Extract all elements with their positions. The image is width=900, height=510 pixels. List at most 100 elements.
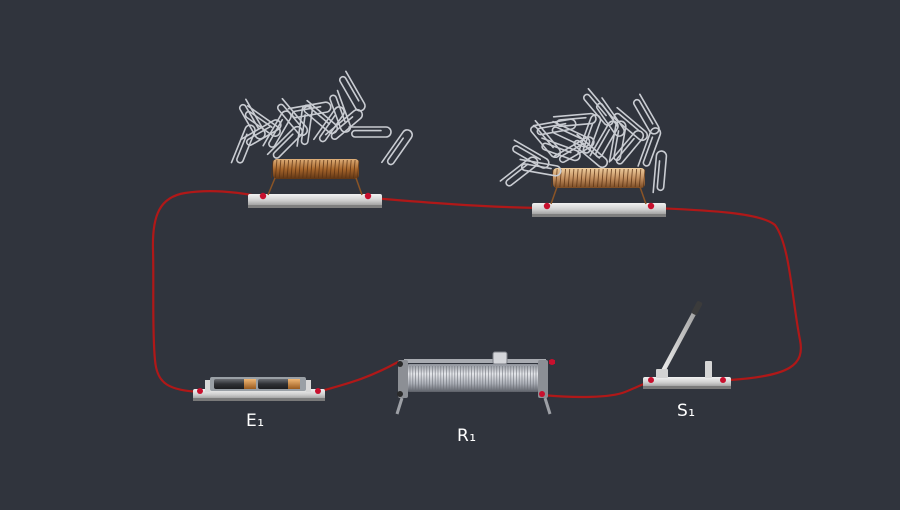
terminal-left-2[interactable] bbox=[364, 192, 372, 200]
paperclip bbox=[532, 118, 577, 136]
paperclip bbox=[238, 98, 266, 140]
coil-turn bbox=[576, 168, 579, 188]
coil-turn bbox=[329, 159, 333, 179]
coil-body bbox=[273, 159, 359, 179]
switch-lever[interactable] bbox=[660, 305, 700, 374]
electromagnet-left[interactable] bbox=[230, 70, 414, 208]
coil-turn bbox=[551, 168, 554, 188]
rheostat-r1[interactable] bbox=[395, 351, 555, 415]
coil-left bbox=[271, 159, 360, 179]
coil-turn bbox=[321, 159, 325, 179]
coil-turn bbox=[290, 159, 293, 179]
coil-turn bbox=[357, 159, 360, 179]
rheostat-terminal-bottom-right[interactable] bbox=[539, 391, 545, 397]
terminal-right-2[interactable] bbox=[647, 202, 655, 210]
coil-turn bbox=[325, 159, 329, 179]
rheostat-terminal-top[interactable] bbox=[549, 359, 555, 365]
battery-cell-1 bbox=[214, 379, 252, 389]
coil-turn bbox=[613, 168, 617, 188]
coil-turn bbox=[605, 168, 608, 188]
coil-turn bbox=[634, 168, 638, 188]
paperclip bbox=[329, 89, 352, 133]
paperclip bbox=[266, 125, 304, 159]
rheostat-slider[interactable] bbox=[492, 351, 508, 365]
rheostat-drum bbox=[404, 364, 542, 392]
label-r1: R₁ bbox=[457, 426, 477, 446]
coil-turn bbox=[601, 168, 604, 188]
paperclip bbox=[552, 112, 597, 128]
coil-turn bbox=[282, 159, 286, 179]
coil-turn bbox=[294, 159, 297, 179]
rheostat-terminal-left[interactable] bbox=[397, 361, 403, 367]
paperclip bbox=[240, 119, 282, 147]
battery-terminal-pos[interactable] bbox=[315, 388, 321, 394]
coil-turn bbox=[555, 168, 558, 188]
paperclip bbox=[613, 106, 648, 142]
wire-battery-to-rheostat bbox=[316, 360, 400, 394]
paperclip bbox=[652, 150, 668, 194]
coil-turn bbox=[274, 159, 278, 179]
switch-terminal-right[interactable] bbox=[720, 377, 726, 383]
paperclip bbox=[287, 101, 332, 119]
paperclip bbox=[637, 127, 662, 167]
switch-lever-handle[interactable] bbox=[691, 300, 703, 315]
label-s1: S₁ bbox=[677, 401, 696, 421]
battery-base bbox=[193, 389, 325, 400]
coil-turn bbox=[567, 168, 571, 188]
switch-contact bbox=[705, 361, 712, 378]
coil-turn bbox=[310, 159, 313, 179]
coil-turn bbox=[630, 168, 633, 188]
coil-turn bbox=[333, 159, 336, 179]
coil-turn bbox=[341, 159, 344, 179]
paperclip bbox=[573, 133, 608, 169]
wire-top-middle bbox=[370, 196, 542, 210]
wire-left-loop bbox=[151, 190, 260, 394]
coil-turn bbox=[592, 168, 596, 188]
coil-turn bbox=[580, 168, 583, 188]
coil-turn bbox=[349, 159, 352, 179]
coil-turn bbox=[302, 159, 305, 179]
terminal-left-1[interactable] bbox=[259, 192, 267, 200]
switch-s1[interactable] bbox=[643, 300, 731, 389]
rheostat-windings bbox=[409, 366, 537, 390]
paperclips-right bbox=[499, 87, 668, 194]
coil-turn bbox=[609, 168, 612, 188]
electromagnet-right[interactable] bbox=[499, 87, 668, 217]
coil-turn bbox=[345, 159, 348, 179]
coil-turn bbox=[298, 159, 301, 179]
label-e1: E₁ bbox=[246, 411, 265, 431]
coil-body bbox=[553, 168, 645, 188]
coil-turn bbox=[286, 159, 290, 179]
paperclip bbox=[551, 120, 591, 148]
battery-e1[interactable] bbox=[193, 377, 325, 401]
paperclip bbox=[609, 130, 645, 165]
coil-turn bbox=[271, 159, 274, 179]
terminal-right-1[interactable] bbox=[543, 202, 551, 210]
coil-turn bbox=[306, 159, 309, 179]
paperclip bbox=[381, 129, 413, 166]
battery-cell-2 bbox=[258, 379, 296, 389]
coil-turn bbox=[571, 168, 575, 188]
paperclip bbox=[348, 126, 392, 138]
paperclip bbox=[338, 70, 366, 112]
coil-turn bbox=[626, 168, 629, 188]
switch-terminal-left[interactable] bbox=[648, 377, 654, 383]
rheostat-terminal-bottom-left[interactable] bbox=[397, 391, 403, 397]
coil-turn bbox=[337, 159, 340, 179]
coil-turn bbox=[617, 168, 621, 188]
wire-rheostat-to-switch bbox=[540, 379, 654, 399]
wires bbox=[151, 190, 802, 399]
battery-terminal-neg[interactable] bbox=[197, 388, 203, 394]
paperclips-left bbox=[230, 70, 413, 166]
switch-base bbox=[643, 377, 731, 388]
coil-turn bbox=[353, 159, 356, 179]
electromagnet-left-base bbox=[248, 194, 382, 207]
coil-turn bbox=[622, 168, 625, 188]
rheostat-rail bbox=[404, 359, 546, 363]
paperclip bbox=[262, 110, 292, 148]
coil-turn bbox=[317, 159, 321, 179]
coil-turn bbox=[563, 168, 566, 188]
wire-right-loop bbox=[653, 206, 802, 382]
electromagnet-right-base bbox=[532, 203, 666, 216]
